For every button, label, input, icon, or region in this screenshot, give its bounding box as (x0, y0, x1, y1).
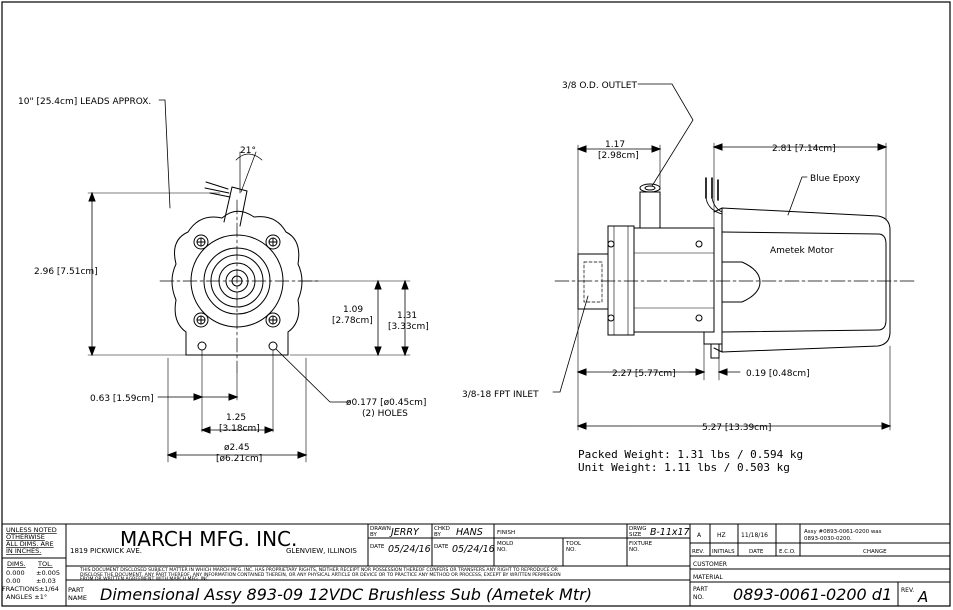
drawn-label: DRAWN (370, 526, 391, 532)
part-name: Dimensional Assy 893-09 12VDC Brushless … (100, 585, 592, 604)
leads-note: 10" [25.4cm] LEADS APPROX. (18, 97, 151, 107)
tol-fractions: FRACTIONS±1/64 (2, 585, 59, 593)
unless-dims: ALL DIMS. ARE (6, 540, 54, 548)
unit-weight: Unit Weight: 1.11 lbs / 0.503 kg (578, 461, 790, 474)
dim-131-cm: [3.33cm] (388, 322, 429, 332)
rev-label: REV. (901, 587, 914, 594)
inlet-label: 3/8-18 FPT INLET (462, 390, 539, 400)
disclaimer-line: FROM OR WRITTEN AGREEMENT WITH MARCH MFG… (80, 576, 210, 582)
disclaimer-line: THIS DOCUMENT DISCLOSED SUBJECT MATTER I… (79, 567, 559, 573)
angle-label: 21° (240, 146, 256, 156)
material-label: MATERIAL (693, 574, 723, 581)
change-header: CHANGE (863, 549, 887, 555)
dwg-size-label-2: SIZE (629, 532, 642, 538)
holes-dim: ø0.177 [ø0.45cm] (346, 398, 426, 408)
drawn-by: JERRY (389, 527, 420, 538)
company-city: GLENVIEW, ILLINOIS (286, 547, 357, 555)
side-view-labels: 3/8 O.D. OUTLET 1.17 [2.98cm] 2.81 [7.14… (462, 81, 861, 433)
date-label: DATE (434, 544, 449, 550)
front-view-labels: 10" [25.4cm] LEADS APPROX. 21° 2.96 [7.5… (18, 97, 429, 464)
front-screw (265, 312, 281, 328)
tol-dims: DIMS. (7, 560, 26, 568)
tol-row2-b: ±0.03 (36, 577, 56, 585)
finish-label: FINISH (497, 530, 515, 536)
weights: Packed Weight: 1.31 lbs / 0.594 kg Unit … (578, 448, 803, 474)
dim-281: 2.81 [7.14cm] (772, 144, 836, 154)
customer-label: CUSTOMER (693, 561, 727, 568)
chkd-label-by: BY (434, 532, 441, 538)
packed-weight: Packed Weight: 1.31 lbs / 0.594 kg (578, 448, 803, 461)
fixture-label: FIXTURE (629, 541, 653, 547)
dim-063: 0.63 [1.59cm] (90, 394, 154, 404)
drawn-label-by: BY (370, 532, 377, 538)
dim-245: ø2.45 (224, 443, 250, 453)
holes-count: (2) HOLES (362, 409, 408, 419)
disclaimer-line: DISCLOSE THE DOCUMENT, ANY PART THEREOF,… (80, 572, 561, 578)
date-label: DATE (370, 544, 385, 550)
tol-row1-a: 0.000 (6, 569, 25, 577)
chkd-label: CHKD (434, 526, 450, 532)
dwg-size-label: DRWG (629, 526, 647, 532)
mold-label: MOLD (497, 541, 513, 547)
rev-change: Assy #0893-0061-0200 was (804, 529, 882, 535)
height-dim: 2.96 [7.51cm] (34, 267, 98, 277)
dim-117-cm: [2.98cm] (598, 151, 639, 161)
part-no-label: PART (693, 586, 708, 593)
tol-tol: TOL. (37, 560, 53, 568)
mount-hole (197, 341, 207, 351)
rev-value: A (917, 588, 928, 606)
rev-initials: HZ (717, 532, 726, 539)
rev-header: REV. (692, 549, 704, 555)
part-name-label: PART (68, 586, 84, 594)
blue-epoxy-label: Blue Epoxy (810, 174, 861, 184)
company-address: 1819 PICKWICK AVE. (70, 547, 142, 555)
company-name: MARCH MFG. INC. (120, 527, 297, 551)
dim-019: 0.19 [0.48cm] (746, 369, 810, 379)
dim-109-cm: [2.78cm] (332, 316, 373, 326)
rev-letter: A (697, 532, 702, 539)
tol-angles: ANGLES ±1° (6, 593, 47, 601)
date-header: DATE (749, 549, 764, 555)
dim-117: 1.17 (605, 140, 625, 150)
dim-245-cm: [ø6.21cm] (216, 454, 262, 464)
initials-header: INITIALS (712, 549, 735, 555)
dim-527: 5.27 [13.39cm] (702, 423, 771, 433)
tol-row2-a: 0.00 (6, 577, 20, 585)
dim-125-cm: [3.18cm] (219, 424, 260, 434)
dim-109: 1.09 (343, 305, 363, 315)
fixture-label-no: NO. (629, 547, 639, 553)
eco-header: E.C.O. (779, 549, 796, 555)
unless-otherwise: OTHERWISE (6, 533, 45, 541)
tool-label-no: NO. (566, 547, 576, 553)
date-checked: 05/24/16 (452, 544, 495, 555)
unless-inches: IN INCHES. (6, 547, 41, 555)
unless-noted: UNLESS NOTED (6, 526, 57, 534)
rev-date: 11/18/16 (741, 532, 768, 539)
date-drawn: 05/24/16 (388, 544, 431, 555)
mold-label-no: NO. (497, 547, 507, 553)
part-number: 0893-0061-0200 d1 (733, 585, 892, 604)
part-name-label-2: NAME (68, 594, 87, 602)
outlet-label: 3/8 O.D. OUTLET (562, 81, 637, 91)
front-screw (193, 234, 209, 250)
tol-row1-b: ±0.005 (36, 569, 60, 577)
side-view (552, 83, 916, 431)
ametek-motor-label: Ametek Motor (770, 246, 834, 256)
front-view (87, 99, 411, 463)
front-screw (193, 312, 209, 328)
dim-125: 1.25 (226, 413, 246, 423)
dim-131: 1.31 (397, 311, 417, 321)
front-screw (265, 234, 281, 250)
dim-227: 2.27 [5.77cm] (612, 369, 676, 379)
rev-change: 0893-0030-0200. (804, 536, 852, 542)
checked-by: HANS (456, 527, 483, 538)
dwg-size: B-11x17 (650, 527, 690, 538)
title-block: UNLESS NOTED OTHERWISE ALL DIMS. ARE IN … (1, 523, 951, 607)
tool-label: TOOL (565, 541, 582, 547)
part-no-label-2: NO. (693, 594, 704, 601)
